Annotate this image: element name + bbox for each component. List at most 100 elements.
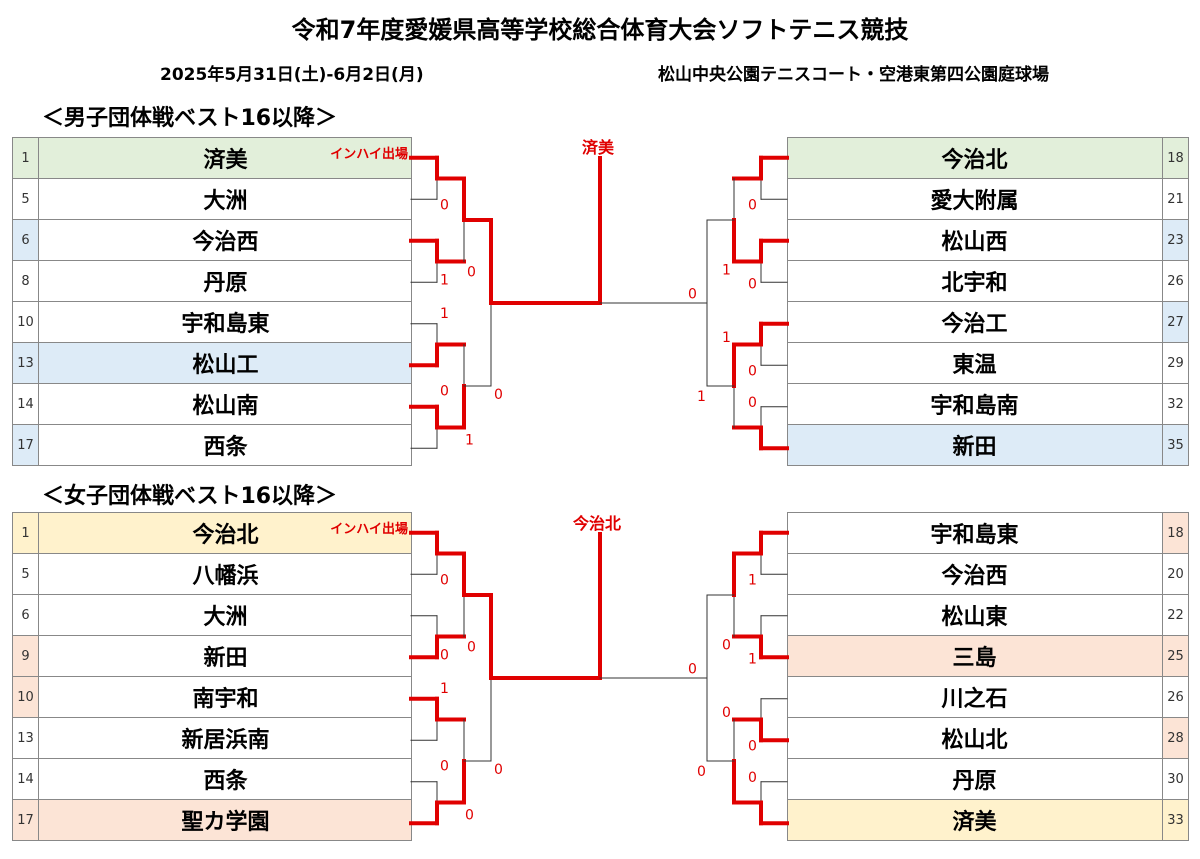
champion-label: 今治北 [573, 514, 622, 533]
seed-number: 18 [1162, 513, 1188, 553]
seed-number: 1 [13, 138, 39, 178]
team-name: 松山北 [941, 728, 1008, 753]
team-name: 八幡浜 [192, 564, 259, 589]
team-name: 聖カ学園 [181, 810, 270, 835]
match-score: 0 [722, 637, 731, 653]
team-row: 26 川之石 [788, 676, 1188, 717]
team-name: 松山西 [941, 230, 1008, 255]
team-row: 26 北宇和 [788, 260, 1188, 301]
seed-number: 6 [13, 220, 39, 260]
match-score: 0 [494, 762, 503, 778]
seed-number: 22 [1162, 595, 1188, 635]
seed-number: 18 [1162, 138, 1188, 178]
team-name: 新田 [203, 646, 248, 671]
seed-number: 26 [1162, 677, 1188, 717]
team-name: 済美 [952, 810, 997, 835]
team-name: 新田 [952, 435, 997, 460]
team-name: 川之石 [941, 687, 1008, 712]
seed-number: 33 [1162, 800, 1188, 840]
team-row: 23 松山西 [788, 219, 1188, 260]
seed-number: 28 [1162, 718, 1188, 758]
seed-number: 6 [13, 595, 39, 635]
tournament-dates: 2025年5月31日(土)-6月2日(月) [160, 65, 424, 85]
match-score: 0 [494, 387, 503, 403]
team-name: 今治西 [941, 564, 1008, 589]
team-name: 今治西 [192, 230, 259, 255]
team-name: 今治北 [192, 523, 259, 548]
seed-number: 5 [13, 179, 39, 219]
match-score: 0 [722, 705, 731, 721]
team-name: 三島 [952, 646, 997, 671]
team-name: 丹原 [203, 271, 248, 296]
seed-number: 25 [1162, 636, 1188, 676]
team-name: 丹原 [952, 769, 997, 794]
team-row: 28 松山北 [788, 717, 1188, 758]
seed-number: 13 [13, 343, 39, 383]
team-name: 東温 [952, 353, 997, 378]
match-score: 0 [440, 197, 449, 213]
match-score: 0 [748, 770, 757, 786]
seed-number: 30 [1162, 759, 1188, 799]
team-name: 済美 [203, 148, 248, 173]
champion-label: 済美 [582, 138, 615, 157]
match-score: 0 [688, 661, 697, 677]
match-score: 1 [440, 306, 449, 322]
match-score: 1 [722, 330, 731, 346]
seed-number: 5 [13, 554, 39, 594]
match-score: 0 [440, 758, 449, 774]
team-name: 北宇和 [941, 271, 1008, 296]
match-score: 0 [688, 286, 697, 302]
match-score: 1 [440, 272, 449, 288]
team-name: 松山工 [192, 353, 259, 378]
seed-number: 1 [13, 513, 39, 553]
seed-number: 26 [1162, 261, 1188, 301]
match-score: 0 [467, 639, 476, 655]
team-row: 6 大洲 [13, 594, 411, 635]
match-score: 0 [748, 197, 757, 213]
match-score: 1 [748, 572, 757, 588]
match-score: 0 [748, 738, 757, 754]
team-name: 新居浜南 [181, 728, 270, 753]
team-row: 32 宇和島南 [788, 383, 1188, 424]
tournament-title: 令和7年度愛媛県高等学校総合体育大会ソフトテニス競技 [291, 16, 909, 44]
seed-number: 8 [13, 261, 39, 301]
team-row: 13 松山工 [13, 342, 411, 383]
team-name: 今治工 [941, 312, 1008, 337]
match-score: 1 [440, 681, 449, 697]
match-score: 0 [697, 764, 706, 780]
team-name: 西条 [203, 769, 248, 794]
match-score: 1 [465, 432, 474, 448]
match-score: 0 [748, 276, 757, 292]
match-score: 0 [748, 395, 757, 411]
team-name: 西条 [203, 435, 248, 460]
team-name: 大洲 [203, 605, 248, 630]
seed-number: 10 [13, 677, 39, 717]
seed-number: 23 [1162, 220, 1188, 260]
seed-number: 9 [13, 636, 39, 676]
seed-number: 32 [1162, 384, 1188, 424]
seed-number: 21 [1162, 179, 1188, 219]
team-row: 8 丹原 [13, 260, 411, 301]
match-score: 1 [722, 262, 731, 278]
seed-number: 10 [13, 302, 39, 342]
match-score: 0 [440, 572, 449, 588]
team-name: 宇和島南 [930, 394, 1019, 419]
team-row: 9 新田 [13, 635, 411, 676]
